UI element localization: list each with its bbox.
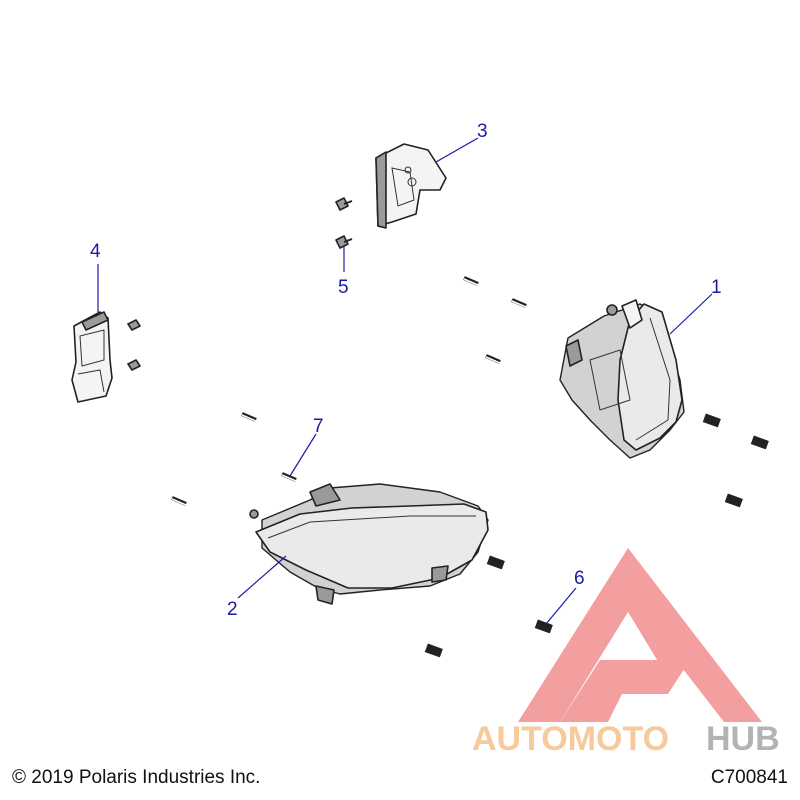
copyright-notice: © 2019 Polaris Industries Inc. <box>12 767 261 788</box>
leader-lines <box>97 137 713 625</box>
callout-5: 5 <box>338 277 349 298</box>
callout-4: 4 <box>90 241 101 262</box>
part-7-pins <box>171 276 527 506</box>
part-5-screws <box>335 197 353 249</box>
part-6-inserts <box>424 413 769 658</box>
part-1-headlight-right <box>559 299 685 459</box>
watermark-text-automoto: AUTOMOTO <box>472 720 669 758</box>
callout-2: 2 <box>227 599 238 620</box>
callout-7: 7 <box>313 416 324 437</box>
automotohub-logo: AUTOMOTO HUB <box>472 548 780 758</box>
diagram-code: C700841 <box>710 767 788 788</box>
part-3-bracket <box>375 143 447 229</box>
part-4-bracket <box>71 311 141 403</box>
callout-3: 3 <box>477 121 488 142</box>
watermark-text-hub: HUB <box>706 720 780 758</box>
part-2-headlight-left <box>249 483 489 605</box>
callout-6: 6 <box>574 568 585 589</box>
callout-1: 1 <box>711 277 722 298</box>
